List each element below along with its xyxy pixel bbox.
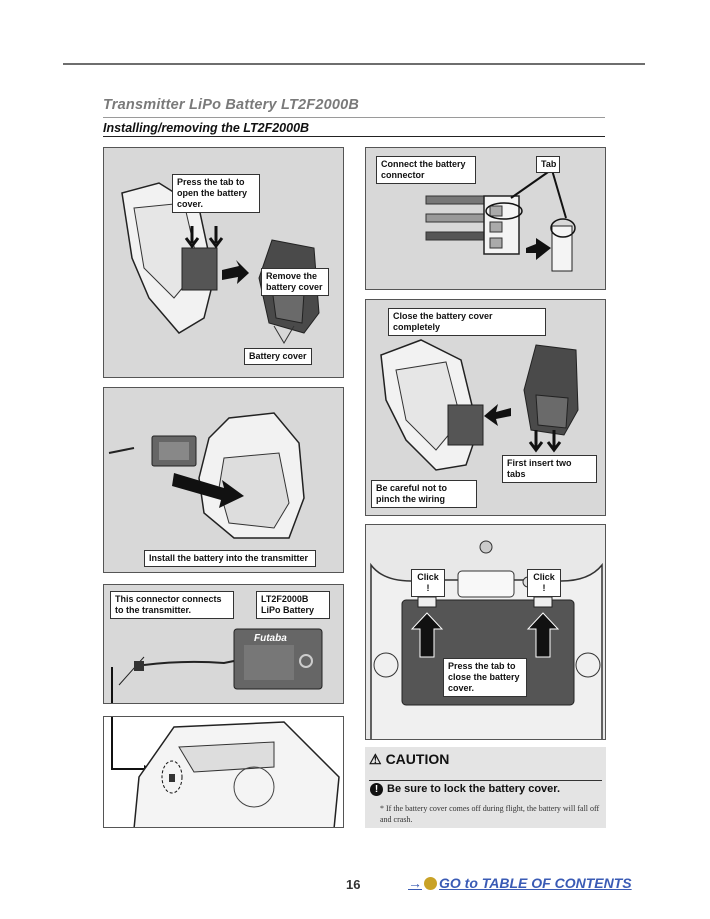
transmitter-back-illustration: [121, 182, 320, 344]
exclamation-icon: !: [370, 783, 383, 796]
lock-illustration: [370, 540, 603, 739]
header-rule: [63, 63, 645, 65]
careful-callout: Be careful not to pinch the wiring: [371, 480, 477, 508]
press-tab-close-callout: Press the tab to close the battery cover…: [443, 658, 527, 697]
lock-panel: Click ! Click ! Press the tab to close t…: [365, 524, 606, 740]
toc-link[interactable]: → GO to TABLE OF CONTENTS: [408, 875, 632, 891]
subsection-title: Installing/removing the LT2F2000B: [103, 121, 310, 135]
section-title: Transmitter LiPo Battery LT2F2000B: [103, 97, 360, 113]
toc-link-label: GO to TABLE OF CONTENTS: [439, 875, 632, 891]
click-right-callout: Click !: [527, 569, 561, 597]
battery-cover-callout: Battery cover: [244, 348, 312, 365]
click-left-callout: Click !: [411, 569, 445, 597]
close-cover-panel: Close the battery cover completely First…: [365, 299, 606, 516]
install-battery-callout: Install the battery into the transmitter: [144, 550, 316, 567]
remove-cover-panel: Press the tab to open the battery cover.…: [103, 147, 344, 378]
caution-item-text: Be sure to lock the battery cover.: [387, 783, 561, 795]
caution-box: [365, 747, 606, 828]
page-number: 16: [346, 877, 361, 892]
install-battery-illustration: [108, 412, 305, 539]
connector-note-callout: This connector connects to the transmitt…: [110, 591, 234, 619]
subsection-rule: [103, 136, 605, 137]
caution-note: * If the battery cover comes off during …: [380, 804, 600, 824]
caution-title: CAUTION: [385, 751, 450, 767]
connector-cable-illustration: [111, 628, 323, 703]
close-completely-callout: Close the battery cover completely: [388, 308, 546, 336]
battery-model-callout: LT2F2000B LiPo Battery: [256, 591, 330, 619]
close-cover-illustration: [380, 339, 579, 471]
section-rule: [103, 117, 605, 118]
install-panel: Install the battery into the transmitter: [103, 387, 344, 573]
caution-heading: ⚠CAUTION: [369, 751, 449, 768]
warning-triangle-icon: ⚠: [369, 751, 382, 767]
arrow-icon: →: [408, 875, 422, 891]
connector-illustration: [425, 169, 576, 272]
caution-item: ! Be sure to lock the battery cover.: [370, 783, 560, 796]
remove-cover-callout: Remove the battery cover: [261, 268, 329, 296]
futaba-logo: Futaba: [254, 633, 287, 644]
toc-badge-icon: [424, 877, 437, 890]
connector-panel: This connector connects to the transmitt…: [103, 584, 344, 704]
connect-panel: Connect the battery connector Tab: [365, 147, 606, 290]
transmitter-bottom-illustration: [111, 717, 340, 827]
connect-connector-callout: Connect the battery connector: [376, 156, 476, 184]
transmitter-bottom-panel: [103, 716, 344, 828]
press-tab-callout: Press the tab to open the battery cover.: [172, 174, 260, 213]
tab-callout: Tab: [536, 156, 560, 173]
first-insert-callout: First insert two tabs: [502, 455, 597, 483]
caution-rule: [369, 780, 602, 781]
